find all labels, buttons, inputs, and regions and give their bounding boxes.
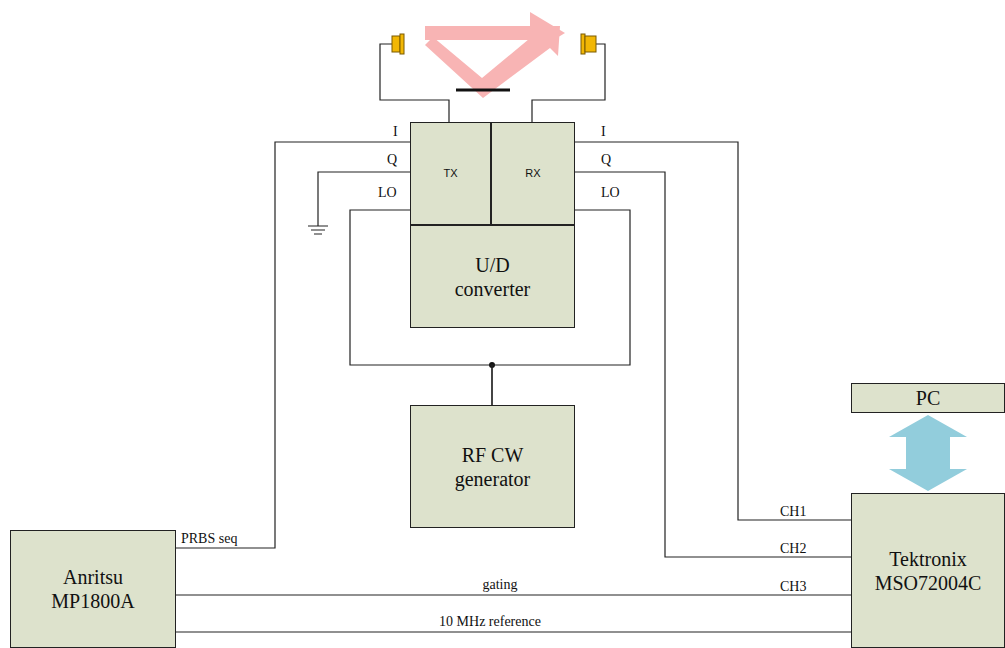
signal-wire — [176, 594, 851, 595]
signal-label: I — [601, 125, 606, 139]
signal-label: Q — [387, 153, 397, 167]
double-arrow — [889, 415, 967, 491]
generator-box: RF CW generator — [410, 405, 575, 528]
tx-antenna — [392, 34, 404, 54]
signal-label: CH2 — [780, 542, 806, 556]
ground-wire — [318, 172, 410, 226]
signal-label: PRBS seq — [181, 532, 237, 546]
computer-box: PC — [851, 383, 1005, 413]
antenna-wire — [532, 44, 605, 122]
edge-label: 10 MHz reference — [436, 615, 544, 629]
signal-label: CH1 — [780, 505, 806, 519]
signal-wire — [176, 142, 410, 548]
rx-block: RX — [491, 122, 575, 225]
edge-label: gating — [480, 578, 521, 592]
rx-antenna — [581, 34, 596, 54]
instrument-box: Tektronix MSO72004C — [851, 493, 1005, 648]
ground-symbol — [308, 226, 328, 234]
instrument-box: Anritsu MP1800A — [10, 530, 176, 648]
propagation-arrows — [425, 12, 565, 98]
node-label: RX — [525, 167, 540, 180]
converter-box: U/D converter — [410, 225, 575, 328]
signal-wire — [575, 142, 851, 520]
signal-label: LO — [378, 186, 397, 200]
node-label: PC — [916, 386, 940, 410]
node-label: Tektronix MSO72004C — [868, 547, 988, 595]
signal-wire — [575, 172, 851, 557]
signal-label: LO — [601, 186, 620, 200]
node-label: TX — [443, 167, 457, 180]
node-label: U/D converter — [443, 253, 543, 301]
node-label: RF CW generator — [443, 443, 543, 491]
node-label: Anritsu MP1800A — [38, 565, 148, 613]
signal-label: CH3 — [780, 580, 806, 594]
tx-block: TX — [410, 122, 491, 225]
signal-label: I — [393, 125, 398, 139]
signal-wire — [176, 631, 851, 632]
reflector — [456, 89, 510, 92]
signal-label: Q — [601, 153, 611, 167]
